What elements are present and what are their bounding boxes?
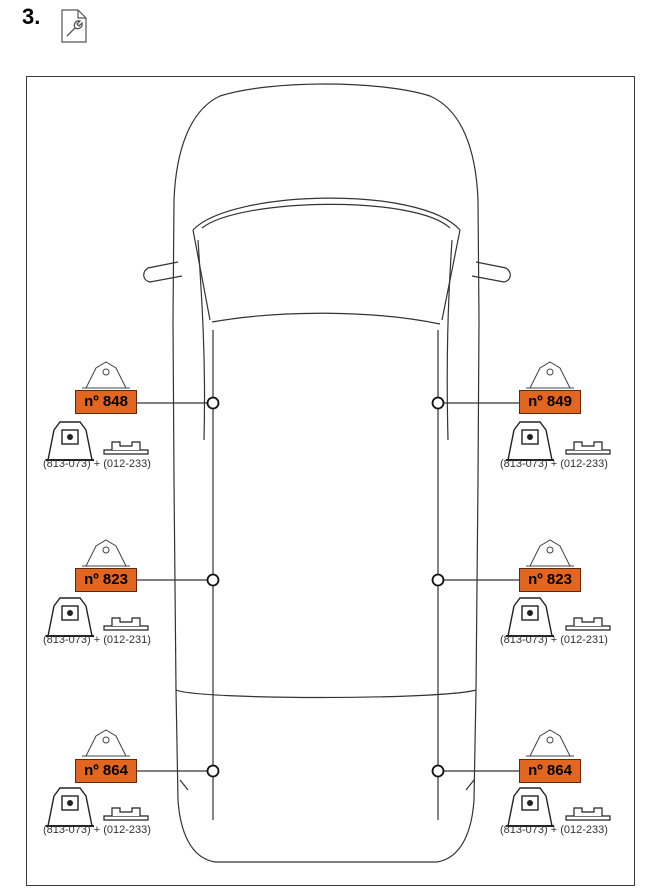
step-number: 3. <box>22 4 41 29</box>
parts-code-rear-left: (813-073) + (012-233) <box>43 824 151 836</box>
mount-point-mid-right <box>431 573 445 587</box>
clamp-icon-mid-right <box>525 539 575 567</box>
clamp-icon-front-left <box>81 361 131 389</box>
clamp-icon-front-right <box>525 361 575 389</box>
parts-code-front-left: (813-073) + (012-233) <box>43 458 151 470</box>
foot-icon-rear-left <box>45 787 95 827</box>
badge-mid-right: nº 823 <box>519 568 581 592</box>
foot-icon-front-right <box>505 421 555 461</box>
clamp-icon-rear-right <box>525 729 575 757</box>
badge-front-right: nº 849 <box>519 390 581 414</box>
foot-icon-rear-right <box>505 787 555 827</box>
foot-icon-front-left <box>45 421 95 461</box>
parts-code-mid-right: (813-073) + (012-231) <box>500 634 608 646</box>
mount-point-front-left <box>206 396 220 410</box>
badge-rear-right: nº 864 <box>519 759 581 783</box>
mount-point-rear-right <box>431 764 445 778</box>
pad-icon-front-right <box>565 441 611 455</box>
mount-point-mid-left <box>206 573 220 587</box>
clamp-icon-rear-left <box>81 729 131 757</box>
pad-icon-rear-right <box>565 807 611 821</box>
foot-icon-mid-right <box>505 597 555 637</box>
wrench-document-icon <box>61 9 87 43</box>
foot-icon-mid-left <box>45 597 95 637</box>
mount-point-front-right <box>431 396 445 410</box>
parts-code-front-right: (813-073) + (012-233) <box>500 458 608 470</box>
badge-rear-left: nº 864 <box>75 759 137 783</box>
mount-point-rear-left <box>206 764 220 778</box>
pad-icon-rear-left <box>103 807 149 821</box>
pad-icon-mid-left <box>103 617 149 631</box>
pad-icon-front-left <box>103 441 149 455</box>
parts-code-mid-left: (813-073) + (012-231) <box>43 634 151 646</box>
clamp-icon-mid-left <box>81 539 131 567</box>
diagram-frame <box>26 76 635 886</box>
badge-front-left: nº 848 <box>75 390 137 414</box>
pad-icon-mid-right <box>565 617 611 631</box>
parts-code-rear-right: (813-073) + (012-233) <box>500 824 608 836</box>
badge-mid-left: nº 823 <box>75 568 137 592</box>
